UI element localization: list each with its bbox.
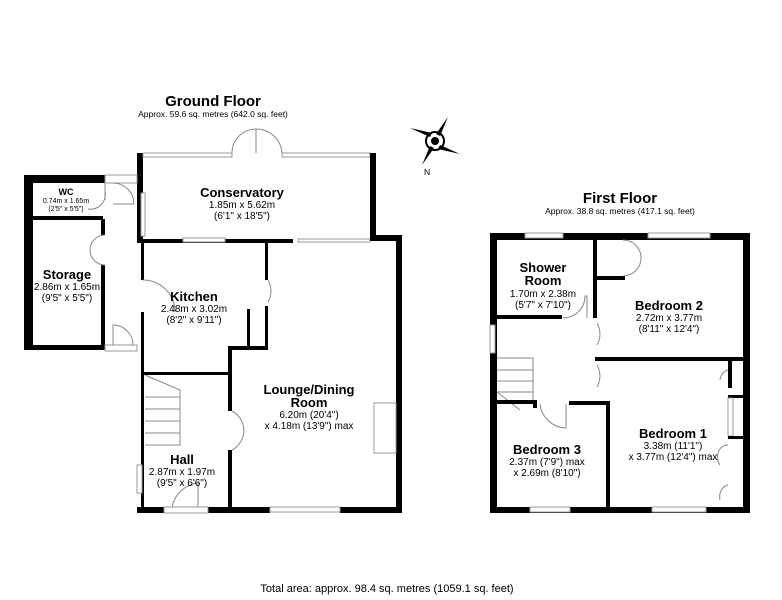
first-floor-plan: [489, 232, 750, 513]
room-dims-kitchen-imperial: (8'2" x 9'11"): [166, 315, 221, 326]
room-label-bedroom-2: Bedroom 2: [635, 298, 703, 313]
room-label-lounge: Lounge/Dining: [264, 382, 355, 397]
room-dims-conservatory-imperial: (6'1" x 18'5"): [214, 211, 270, 222]
room-dims-conservatory: 1.85m x 5.62m: [209, 200, 275, 211]
room-dims-hall: 2.87m x 1.97m: [149, 467, 215, 478]
room-label-kitchen: Kitchen: [170, 289, 218, 304]
room-dims-bedroom-2: 2.72m x 3.77m: [636, 313, 702, 324]
compass-icon: N: [410, 117, 460, 177]
room-dims-bedroom-3: 2.37m (7'9") max: [509, 457, 584, 468]
ground-floor-area: Approx. 59.6 sq. metres (642.0 sq. feet): [138, 109, 288, 119]
first-floor-title: First Floor: [583, 190, 657, 207]
room-dims-bedroom-3-2: x 2.69m (8'10"): [513, 468, 580, 479]
room-dims-lounge-2: x 4.18m (13'9") max: [265, 421, 354, 432]
ground-floor-plan: [24, 128, 402, 514]
total-area: Total area: approx. 98.4 sq. metres (105…: [260, 583, 513, 595]
ground-floor-title: Ground Floor: [165, 93, 261, 110]
room-dims-shower-room-imperial: (5'7" x 7'10"): [515, 300, 571, 311]
room-label-shower-room: Shower: [520, 260, 567, 275]
room-dims-storage: 2.86m x 1.65m: [34, 282, 100, 293]
room-label-wc: WC: [59, 187, 74, 197]
room-dims-wc: 0.74m x 1.65m: [43, 198, 89, 205]
room-label-bedroom-1: Bedroom 1: [639, 426, 707, 441]
staircase: [144, 374, 181, 446]
room-label-shower-room-line2: Room: [525, 273, 562, 288]
room-label-bedroom-3: Bedroom 3: [513, 442, 581, 457]
room-label-conservatory: Conservatory: [200, 185, 285, 200]
room-dims-bedroom-2-imperial: (8'11" x 12'4"): [639, 324, 700, 335]
room-dims-kitchen: 2.48m x 3.02m: [161, 304, 227, 315]
room-dims-storage-imperial: (9'5" x 5'5"): [42, 293, 92, 304]
staircase-first-floor: [496, 357, 534, 411]
room-dims-bedroom-1-2: x 3.77m (12'4") max: [629, 452, 718, 463]
room-dims-bedroom-1: 3.38m (11'1"): [644, 441, 703, 452]
room-dims-wc-imperial: (2'5" x 5'5"): [48, 206, 83, 213]
room-dims-hall-imperial: (9'5" x 6'6"): [157, 478, 207, 489]
room-label-lounge-line2: Room: [291, 395, 328, 410]
room-dims-shower-room: 1.70m x 2.38m: [510, 289, 576, 300]
first-floor-area: Approx. 38.8 sq. metres (417.1 sq. feet): [545, 206, 695, 216]
room-label-storage: Storage: [43, 267, 91, 282]
room-label-hall: Hall: [170, 452, 194, 467]
compass-north-label: N: [424, 167, 430, 177]
room-dims-lounge: 6.20m (20'4"): [279, 410, 338, 421]
